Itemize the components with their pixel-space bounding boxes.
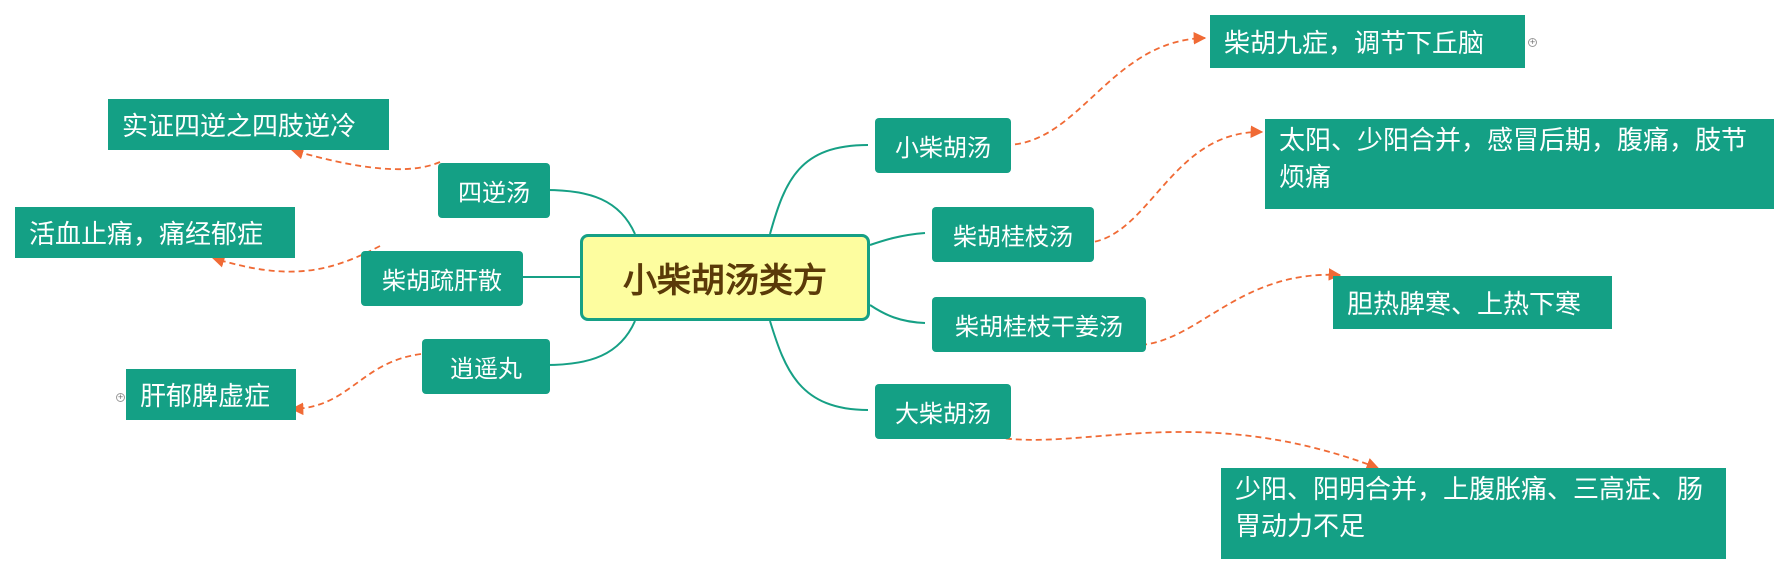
relation-xiaoyao [290, 353, 422, 416]
relation-sini [290, 147, 441, 171]
relation-dachaihu [995, 431, 1380, 470]
branch-chaihu-shugan[interactable]: 柴胡疏肝散 [361, 251, 523, 306]
note-dachaihu[interactable]: 少阳、阳明合并，上腹胀痛、三高症、肠胃动力不足 [1221, 468, 1726, 559]
collapse-marker-icon[interactable]: + [1528, 38, 1537, 47]
branch-chaihu-guizhi[interactable]: 柴胡桂枝汤 [932, 207, 1094, 262]
central-topic[interactable]: 小柴胡汤类方 [580, 234, 870, 321]
relation-xiaochaihu [1004, 31, 1207, 146]
link-center-guizhi [869, 232, 926, 246]
note-sini[interactable]: 实证四逆之四肢逆冷 [108, 99, 389, 150]
link-center-sini [545, 189, 636, 235]
note-xiaoyao[interactable]: 肝郁脾虚症 [126, 369, 296, 420]
branch-sini[interactable]: 四逆汤 [438, 163, 550, 218]
link-center-xiaoyao [545, 320, 636, 366]
branch-xiaochaihu[interactable]: 小柴胡汤 [875, 118, 1011, 173]
relation-guizhi [1084, 125, 1264, 244]
link-center-dachaihu [769, 320, 869, 411]
note-chaihu-guizhi[interactable]: 太阳、少阳合并，感冒后期，腹痛，肢节烦痛 [1265, 119, 1774, 209]
link-center-xiaochaihu [769, 144, 869, 235]
branch-dachaihu[interactable]: 大柴胡汤 [875, 384, 1011, 439]
relation-ganjiang [1140, 268, 1342, 346]
collapse-marker-icon[interactable]: + [116, 393, 125, 402]
branch-chaihu-guizhi-ganjiang[interactable]: 柴胡桂枝干姜汤 [932, 297, 1146, 352]
link-center-ganjiang [869, 304, 926, 324]
note-chaihu-shugan[interactable]: 活血止痛，痛经郁症 [15, 207, 295, 258]
note-xiaochaihu[interactable]: 柴胡九症，调节下丘脑 [1210, 15, 1525, 68]
branch-xiaoyao[interactable]: 逍遥丸 [422, 339, 550, 394]
note-chaihu-guizhi-ganjiang[interactable]: 胆热脾寒、上热下寒 [1333, 276, 1612, 329]
